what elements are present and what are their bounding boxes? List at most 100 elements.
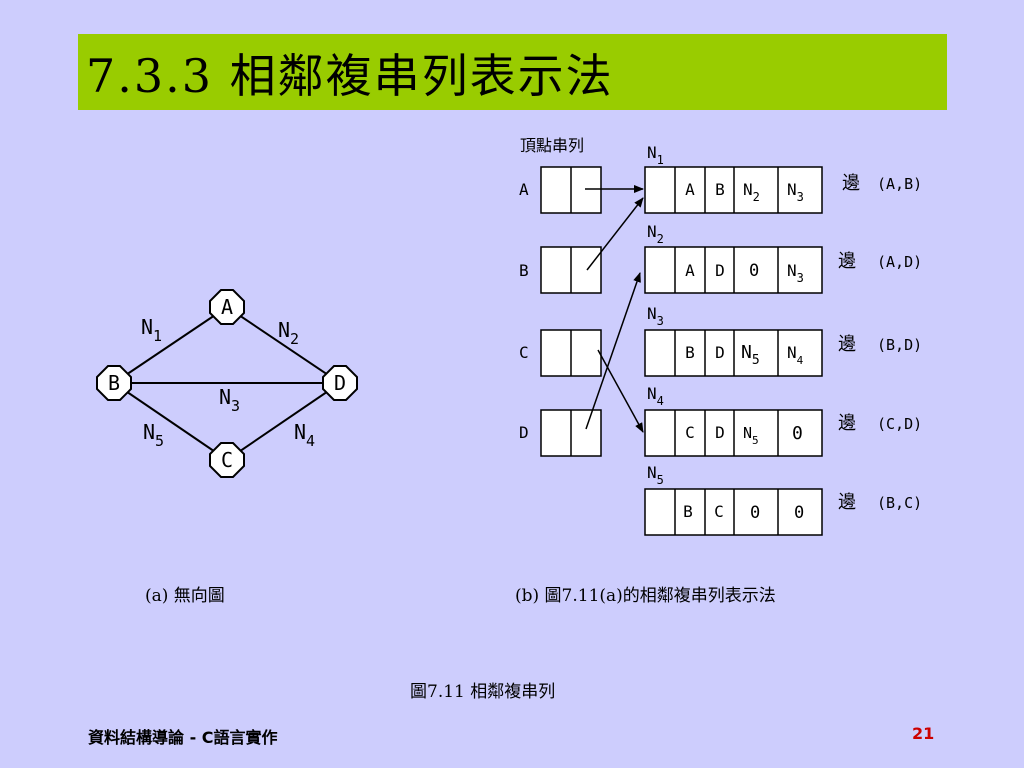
vertex-label-c: C — [519, 343, 529, 362]
edge-node-n3-p2-base: N — [787, 343, 797, 362]
edge-node-n3-label: N3 — [647, 304, 664, 328]
vertex-label-d: D — [519, 423, 529, 442]
pointer-arrow-d-to-n2 — [585, 272, 641, 430]
edge-node-n2-p1: 0 — [749, 261, 759, 281]
edge-node-n4-p1-sub: 5 — [752, 434, 759, 447]
graph-node-c: C — [209, 442, 245, 478]
graph-edge-bc — [113, 382, 228, 461]
edge-node-n3-edge-pair: (B,D) — [877, 336, 922, 354]
edge-node-n1-edge-word: 邊 — [842, 173, 860, 194]
edge-node-n4-label-base: N — [647, 384, 657, 403]
edge-node-n3-p2-sub: 4 — [797, 354, 804, 367]
edge-node-n1-p1-base: N — [743, 180, 753, 199]
edge-node-n3-p1-sub: 5 — [752, 353, 760, 368]
vertex-list-header: 頂點串列 — [520, 136, 584, 155]
edge-node-n1-label: N1 — [647, 143, 664, 167]
graph-node-c-label: C — [221, 448, 233, 472]
graph-node-d: D — [322, 365, 358, 401]
graph-edge-label-n3-sub: 3 — [231, 397, 240, 415]
edge-node-n2-label: N2 — [647, 222, 664, 246]
edge-node-n4-v1: C — [685, 423, 695, 442]
graph-edge-label-n3: N3 — [219, 385, 240, 415]
graph-node-b: B — [96, 365, 132, 401]
vertex-label-b: B — [519, 261, 529, 280]
edge-node-n4-label: N4 — [647, 384, 664, 408]
edge-node-n5-p1-base: 0 — [750, 503, 760, 523]
edge-node-n1-v2: B — [715, 180, 725, 199]
graph-node-d-shape — [322, 365, 358, 401]
edge-node-n1-p2-sub: 3 — [797, 190, 804, 204]
edge-node-n4: N4 C D N5 0 邊 (C,D) — [644, 384, 922, 457]
edge-node-n4-edge-word: 邊 — [838, 413, 856, 434]
edge-node-n4-v2: D — [715, 423, 725, 442]
edge-node-n1-label-base: N — [647, 143, 657, 162]
edge-node-n4-p1: N5 — [743, 424, 759, 447]
graph-edge-label-n5-base: N — [143, 420, 155, 444]
edge-node-n5-v2: C — [714, 502, 724, 521]
graph-edge-label-n1-sub: 1 — [153, 327, 162, 345]
edge-node-n2-edge-word: 邊 — [838, 251, 856, 272]
edge-node-n1-label-sub: 1 — [657, 153, 664, 167]
vertex-row-d: D — [519, 409, 602, 457]
edge-node-n3-p1-base: N — [741, 342, 752, 363]
edge-node-n3-edge-word: 邊 — [838, 334, 856, 355]
edge-node-n4-label-sub: 4 — [657, 394, 664, 408]
graph-edge-label-n4: N4 — [294, 420, 315, 450]
edge-node-n1-p2-base: N — [787, 180, 797, 199]
edge-node-n5: N5 B C 0 0 邊 (B,C) — [644, 463, 922, 536]
edge-node-n2-p1-base: 0 — [749, 261, 759, 281]
caption-b: (b) 圖7.11(a)的相鄰複串列表示法 — [515, 586, 776, 606]
edge-node-n3-v1: B — [685, 343, 695, 362]
edge-node-n5-p2: 0 — [794, 503, 804, 523]
edge-node-n3: N3 B D N5 N4 邊 (B,D) — [644, 304, 922, 377]
graph-node-b-label: B — [108, 371, 120, 395]
slide-title: 7.3.3 相鄰複串列表示法 — [86, 49, 614, 103]
edge-node-n3-p1: N5 — [741, 342, 760, 368]
edge-node-n5-label-sub: 5 — [657, 473, 664, 487]
pointer-arrow-c-to-n4 — [597, 349, 644, 433]
caption-a: (a) 無向圖 — [145, 586, 225, 606]
graph-edge-label-n2-base: N — [278, 318, 290, 342]
edge-node-n1-edge-pair: (A,B) — [877, 175, 922, 193]
edge-node-n1-v1: A — [685, 180, 695, 199]
edge-node-n2: N2 A D 0 N3 邊 (A,D) — [644, 222, 922, 294]
graph-node-b-shape — [96, 365, 132, 401]
graph-edge-ad — [226, 306, 341, 384]
edge-node-n5-label-base: N — [647, 463, 657, 482]
edge-node-n2-label-base: N — [647, 222, 657, 241]
edge-node-n5-edge-word: 邊 — [838, 492, 856, 513]
edge-node-n2-p2: N3 — [787, 261, 804, 285]
figure-caption: 圖7.11 相鄰複串列 — [410, 682, 556, 702]
edge-node-n5-p2-base: 0 — [794, 503, 804, 523]
vertex-label-a: A — [519, 180, 529, 199]
edge-node-n3-p2: N4 — [787, 343, 804, 367]
edge-node-n2-v1: A — [685, 261, 695, 280]
title-bar: 7.3.3 相鄰複串列表示法 — [78, 34, 947, 110]
edge-node-n5-v1: B — [683, 502, 693, 521]
edge-node-n3-label-sub: 3 — [657, 314, 664, 328]
graph-edge-label-n5: N5 — [143, 420, 164, 450]
graph-node-c-shape — [209, 442, 245, 478]
graph-edge-label-n4-sub: 4 — [306, 432, 315, 450]
graph-edge-label-n5-sub: 5 — [155, 432, 164, 450]
page-number: 21 — [912, 724, 935, 743]
edge-node-n4-p1-base: N — [743, 424, 752, 442]
graph-node-d-label: D — [334, 371, 346, 395]
edge-node-n1: N1 A B N2 N3 邊 (A,B) — [644, 143, 922, 214]
edge-node-n2-p2-sub: 3 — [797, 271, 804, 285]
graph-edge-label-n3-base: N — [219, 385, 231, 409]
edge-node-n5-p1: 0 — [750, 503, 760, 523]
edge-node-n2-edge-pair: (A,D) — [877, 253, 922, 271]
edge-node-n1-p1: N2 — [743, 180, 760, 204]
vertex-row-a: A — [519, 166, 602, 214]
edge-node-n3-v2: D — [715, 343, 725, 362]
footer-book-title: 資料結構導論 - C語言實作 — [88, 728, 278, 747]
graph-edge-label-n2: N2 — [278, 318, 299, 348]
vertex-row-c: C — [519, 329, 602, 377]
graph-node-a-label: A — [221, 295, 233, 319]
edge-node-n1-p1-sub: 2 — [753, 190, 760, 204]
edge-node-n4-p2: 0 — [792, 423, 803, 444]
graph-edge-cd — [226, 382, 341, 461]
graph-edge-label-n4-base: N — [294, 420, 306, 444]
